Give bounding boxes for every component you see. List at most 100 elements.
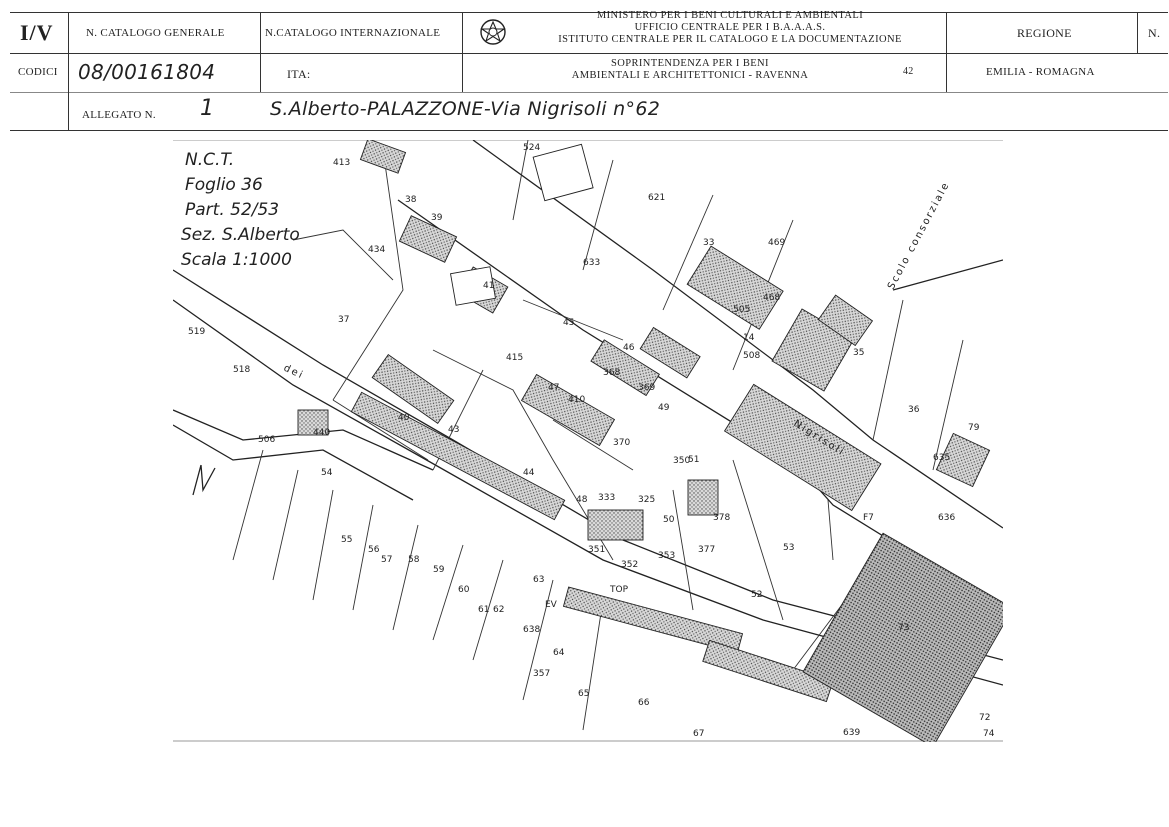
- parcel-number: 413: [333, 158, 350, 168]
- parcel-number: 350: [673, 456, 690, 466]
- map-notes: N.C.T. Foglio 36 Part. 52/53 Sez. S.Albe…: [181, 150, 300, 270]
- parcel-number: 40: [398, 413, 410, 423]
- parcel-number: 72: [979, 713, 990, 723]
- parcel-number: 54: [321, 468, 333, 478]
- parcel-number: 51: [688, 455, 699, 465]
- parcel-number: 47: [548, 383, 559, 393]
- parcel-number: 60: [458, 585, 470, 595]
- parcel-number: 63: [533, 575, 544, 585]
- regione-value: EMILIA - ROMAGNA: [986, 66, 1095, 78]
- map-note-sez: Sez. S.Alberto: [181, 225, 300, 245]
- parcel-number: 45: [563, 318, 574, 328]
- parcel-number: 378: [713, 513, 730, 523]
- parcel-number: 67: [693, 729, 704, 739]
- n-label: N.: [1148, 26, 1161, 40]
- parcel-number: 59: [433, 565, 445, 575]
- parcel-number: 53: [783, 543, 794, 553]
- parcel-number: 621: [648, 193, 665, 203]
- north-arrow: [192, 464, 216, 496]
- map-frame: [173, 140, 1003, 742]
- parcel-number: 39: [431, 213, 443, 223]
- parcel-number: 506: [258, 435, 275, 445]
- parcel-number: 368: [603, 368, 620, 378]
- parcel-number: 74: [983, 729, 995, 739]
- parcel-number: 33: [703, 238, 714, 248]
- codici-label: CODICI: [18, 66, 58, 78]
- parcel-number: 48: [576, 495, 588, 505]
- parcel-number: 325: [638, 495, 655, 505]
- parcel-number: 44: [523, 468, 535, 478]
- parcel-number: 524: [523, 143, 540, 153]
- ministry-line-1: MINISTERO PER I BENI CULTURALI E AMBIENT…: [596, 10, 864, 21]
- parcel-number: 505: [733, 305, 750, 315]
- parcel-number: 37: [338, 315, 349, 325]
- parcel-number: 52: [751, 590, 762, 600]
- map-note-part: Part. 52/53: [185, 200, 279, 220]
- region-code: 42: [903, 66, 914, 77]
- parcel-number: 64: [553, 648, 565, 658]
- ministry-line-2: UFFICIO CENTRALE PER I B.A.A.A.S.: [634, 22, 826, 33]
- soprintendenza-heading: SOPRINTENDENZA PER I BENI AMBIENTALI E A…: [510, 58, 870, 82]
- parcel-number: 57: [381, 555, 392, 565]
- allegato-label: ALLEGATO N.: [82, 109, 156, 121]
- parcel-number: 468: [763, 293, 780, 303]
- parcel-number: 469: [768, 238, 785, 248]
- allegato-number: 1: [200, 96, 215, 121]
- parcel-number: TOP: [609, 585, 629, 595]
- ministry-heading: MINISTERO PER I BENI CULTURALI E AMBIENT…: [530, 10, 930, 46]
- map-note-foglio: Foglio 36: [185, 175, 263, 195]
- parcel-number: 370: [613, 438, 630, 448]
- parcel-number: 61: [478, 605, 489, 615]
- soprintendenza-line-1: SOPRINTENDENZA PER I BENI: [611, 58, 769, 69]
- parcel-number: 333: [598, 493, 615, 503]
- cadastral-map: N.C.T. Foglio 36 Part. 52/53 Sez. S.Albe…: [173, 140, 1003, 742]
- parcel-number: 38: [405, 195, 417, 205]
- parcel-number: 41: [483, 281, 494, 291]
- map-note-nct: N.C.T.: [185, 150, 234, 170]
- parcel-number: 58: [408, 555, 420, 565]
- parcel-number: 36: [908, 405, 920, 415]
- section-code: I/V: [20, 20, 54, 45]
- parcel-number: 639: [843, 728, 860, 738]
- parcel-number: 66: [638, 698, 650, 708]
- parcel-number: 633: [583, 258, 600, 268]
- parcel-number: 636: [938, 513, 955, 523]
- parcel-number: 434: [368, 245, 385, 255]
- catalogo-internazionale-label: N.CATALOGO INTERNAZIONALE: [265, 27, 441, 39]
- parcel-number: EV: [545, 600, 558, 610]
- parcel-number: 369: [638, 383, 655, 393]
- catalogo-generale-label: N. CATALOGO GENERALE: [86, 27, 225, 39]
- buildings: [297, 140, 1003, 742]
- ita-label: ITA:: [287, 67, 311, 81]
- parcel-number: 73: [898, 623, 909, 633]
- map-note-scala: Scala 1:1000: [181, 250, 292, 270]
- parcel-number: 56: [368, 545, 380, 555]
- parcel-number: 415: [506, 353, 523, 363]
- parcel-number: 410: [568, 395, 585, 405]
- parcel-number: 49: [658, 403, 670, 413]
- catalogo-number: 08/00161804: [78, 60, 216, 84]
- ministry-emblem: [478, 16, 508, 48]
- parcel-number: 79: [968, 423, 980, 433]
- allegato-description: S.Alberto-PALAZZONE-Via Nigrisoli n°62: [270, 98, 661, 120]
- parcel-number: 65: [578, 689, 589, 699]
- parcel-number: 357: [533, 669, 550, 679]
- parcel-number: F7: [863, 513, 874, 523]
- parcel-number: 50: [663, 515, 675, 525]
- parcel-number: 635: [933, 453, 950, 463]
- parcel-number: 440: [313, 428, 330, 438]
- parcel-number: 351: [588, 545, 605, 555]
- parcel-lines: [232, 140, 964, 731]
- street-label-scolo: Scolo consorziale: [886, 180, 952, 292]
- parcel-number: 352: [621, 560, 638, 570]
- ministry-line-3: ISTITUTO CENTRALE PER IL CATALOGO E LA D…: [558, 34, 902, 45]
- parcel-number: 638: [523, 625, 540, 635]
- parcel-number: 55: [341, 535, 352, 545]
- parcel-number: 62: [493, 605, 504, 615]
- parcel-number: 35: [853, 348, 864, 358]
- parcel-number: 508: [743, 351, 760, 361]
- parcel-number: 353: [658, 551, 675, 561]
- parcel-number: 518: [233, 365, 250, 375]
- parcel-number: 519: [188, 327, 205, 337]
